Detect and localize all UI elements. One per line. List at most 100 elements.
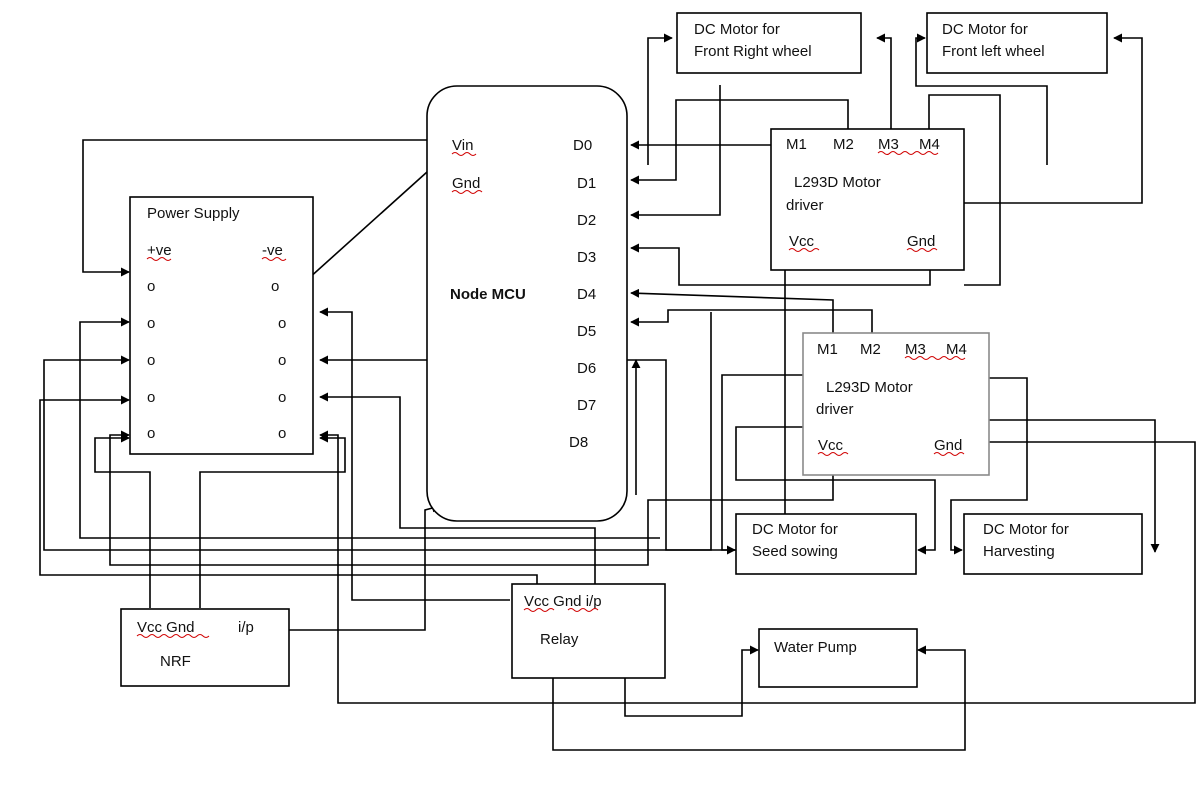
motor-front-left: DC Motor for Front left wheel (926, 12, 1108, 74)
motor-driver-1: M1 M2 M3 M4 L293D Motor driver Vcc Gnd (770, 128, 965, 271)
node-mcu: Vin Gnd Node MCU D0 D1 D2 D3 D4 D5 D6 D7… (426, 85, 628, 522)
driver1-pin-m2: M2 (833, 136, 854, 153)
water-pump-body (758, 628, 918, 688)
node-mcu-pin-d0: D0 (573, 137, 592, 154)
driver2-title-2: driver (816, 401, 854, 418)
wire-supply-left-a (79, 317, 660, 539)
wire-d3 (630, 243, 931, 286)
driver1-pin-m1: M1 (786, 136, 807, 153)
power-supply-body (129, 196, 314, 455)
wire-front-left-a (915, 33, 1048, 165)
driver1-pin-m3: M3 (878, 136, 899, 153)
power-supply-neg-label: -ve (262, 242, 283, 259)
node-mcu-pin-d2: D2 (577, 212, 596, 229)
power-supply-neg-terminal: o (278, 425, 286, 442)
squiggle (788, 248, 820, 252)
node-mcu-pin-d5: D5 (577, 323, 596, 340)
node-mcu-pin-gnd: Gnd (452, 175, 480, 192)
driver2-pin-m2: M2 (860, 341, 881, 358)
node-mcu-title: Node MCU (450, 286, 526, 303)
wires (39, 33, 1196, 751)
wire-supply-left-b (43, 312, 712, 551)
motor-seed-line2: Seed sowing (752, 543, 838, 560)
wire-d4 (630, 288, 834, 340)
motor-seed-sowing: DC Motor for Seed sowing (735, 513, 917, 575)
wire-relay-supply (319, 307, 510, 601)
wire-d0-front-right (647, 33, 673, 165)
wire-driver2-gnd (319, 430, 1196, 704)
motor-front-right: DC Motor for Front Right wheel (676, 12, 862, 74)
wire-frontright-return (876, 33, 892, 130)
squiggle (451, 152, 477, 156)
nrf-module: Vcc Gnd i/p NRF (120, 608, 290, 687)
driver2-pin-m4: M4 (946, 341, 967, 358)
wire-relay-vcc (39, 395, 538, 586)
motor-front-right-body (676, 12, 862, 74)
wire-nrf-gnd (199, 433, 346, 608)
squiggle (817, 452, 849, 456)
motor-front-right-line1: DC Motor for (694, 21, 780, 38)
motor-front-left-body (926, 12, 1108, 74)
wire-nrf-ip (288, 503, 441, 631)
driver1-gnd: Gnd (907, 233, 935, 250)
wire-d5 (630, 309, 873, 340)
power-supply-pos-terminal: o (147, 315, 155, 332)
power-supply-pos-terminal: o (147, 278, 155, 295)
relay-pins: Vcc Gnd i/p (524, 593, 602, 610)
node-mcu-pin-vin: Vin (452, 137, 473, 154)
driver2-pin-m3: M3 (905, 341, 926, 358)
wire-nrf-vcc (94, 433, 151, 608)
squiggle (451, 190, 483, 194)
power-supply: Power Supply +ve -ve o o o o o o o o o o (129, 196, 314, 455)
power-supply-pos-label: +ve (147, 242, 172, 259)
motor-front-right-line2: Front Right wheel (694, 43, 812, 60)
relay: Vcc Gnd i/p Relay (511, 583, 666, 679)
wire-seed-a (721, 374, 822, 555)
node-mcu-pin-d3: D3 (577, 249, 596, 266)
nrf-title: NRF (160, 653, 191, 670)
nrf-body (120, 608, 290, 687)
motor-seed-line1: DC Motor for (752, 521, 838, 538)
node-mcu-body (426, 85, 628, 522)
motor-harvesting: DC Motor for Harvesting (963, 513, 1143, 575)
driver1-title-2: driver (786, 197, 824, 214)
motor-front-left-line2: Front left wheel (942, 43, 1045, 60)
squiggle (261, 257, 287, 261)
motor-seed-sowing-body (735, 513, 917, 575)
squiggle (523, 608, 555, 612)
driver2-pin-m1: M1 (817, 341, 838, 358)
wire-harvest-b (988, 419, 1160, 553)
power-supply-neg-terminal: o (278, 315, 286, 332)
relay-title: Relay (540, 631, 579, 648)
water-pump: Water Pump (758, 628, 918, 688)
driver1-vcc: Vcc (789, 233, 815, 250)
wire-seed-b (735, 426, 936, 555)
power-supply-pos-terminal: o (147, 352, 155, 369)
node-mcu-pin-d1: D1 (577, 175, 596, 192)
driver1-pin-m4: M4 (919, 136, 940, 153)
node-mcu-pin-d6: D6 (577, 360, 596, 377)
squiggle (877, 151, 939, 155)
wire-relay-ip (319, 392, 596, 586)
squiggle (906, 248, 938, 252)
wire-d2 (630, 85, 721, 220)
node-mcu-pin-d7: D7 (577, 397, 596, 414)
squiggle (904, 356, 966, 360)
squiggle (136, 634, 210, 638)
wire-driver1-left (928, 94, 1001, 286)
nrf-ip: i/p (238, 619, 254, 636)
motor-front-left-line1: DC Motor for (942, 21, 1028, 38)
squiggle (567, 608, 599, 612)
water-pump-title: Water Pump (774, 639, 857, 656)
power-supply-pos-terminal: o (147, 389, 155, 406)
power-supply-pos-terminal: o (147, 425, 155, 442)
wire-driver2-vcc (109, 430, 834, 566)
driver2-vcc: Vcc (818, 437, 844, 454)
squiggle (933, 452, 965, 456)
wire-gnd-to-supply (297, 171, 428, 289)
motor-harvest-line2: Harvesting (983, 543, 1055, 560)
power-supply-neg-terminal: o (278, 352, 286, 369)
motor-driver-2: M1 M2 M3 M4 L293D Motor driver Vcc Gnd (802, 332, 990, 476)
power-supply-neg-terminal: o (271, 278, 279, 295)
